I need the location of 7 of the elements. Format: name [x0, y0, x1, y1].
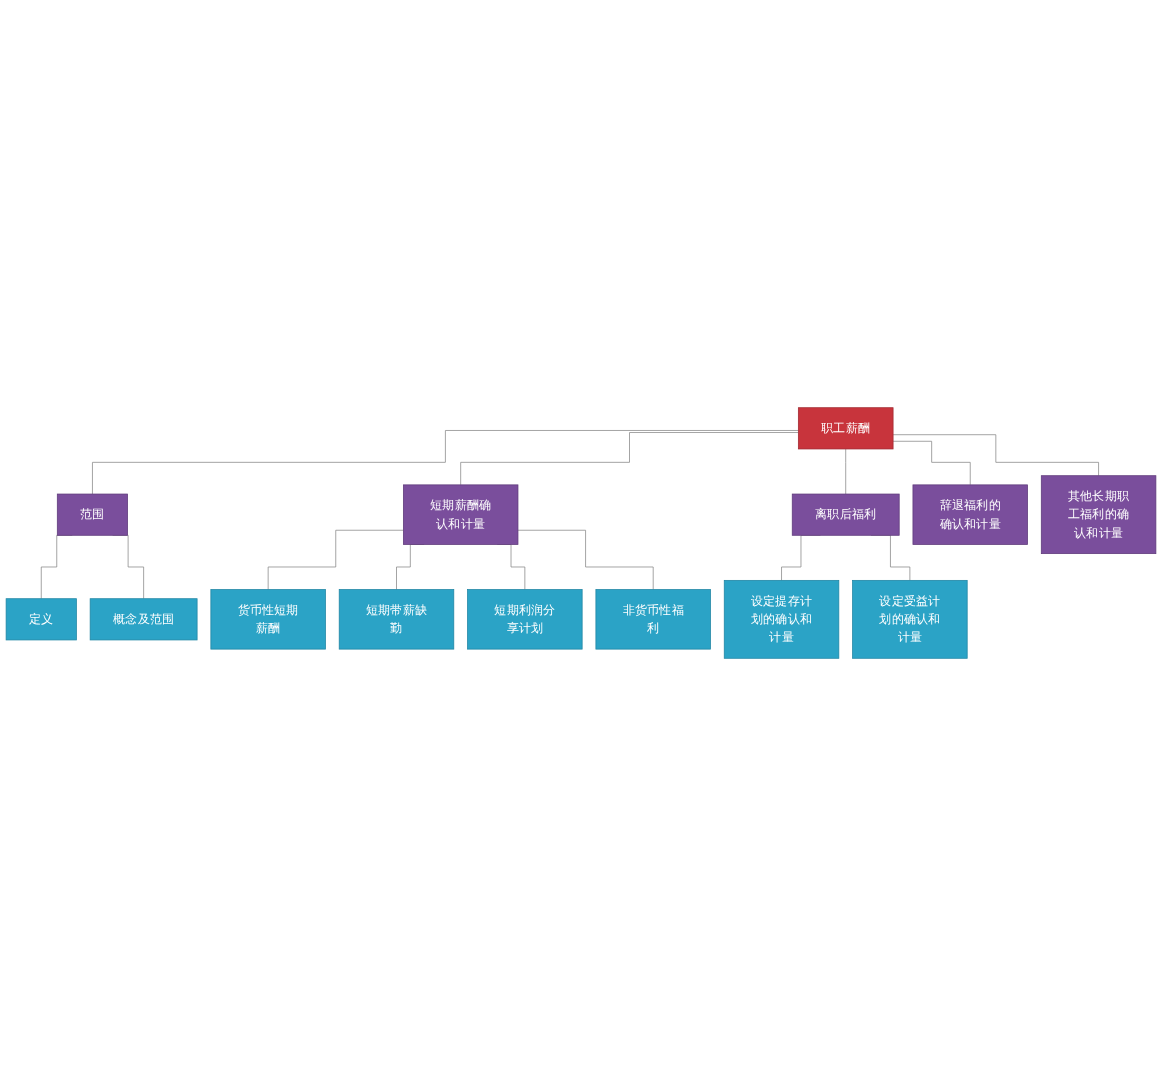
connector — [517, 529, 654, 590]
connector — [267, 529, 404, 590]
connector — [892, 434, 1099, 477]
connector — [845, 448, 847, 495]
connector — [892, 440, 971, 486]
connector — [92, 430, 799, 495]
connector — [460, 432, 799, 486]
